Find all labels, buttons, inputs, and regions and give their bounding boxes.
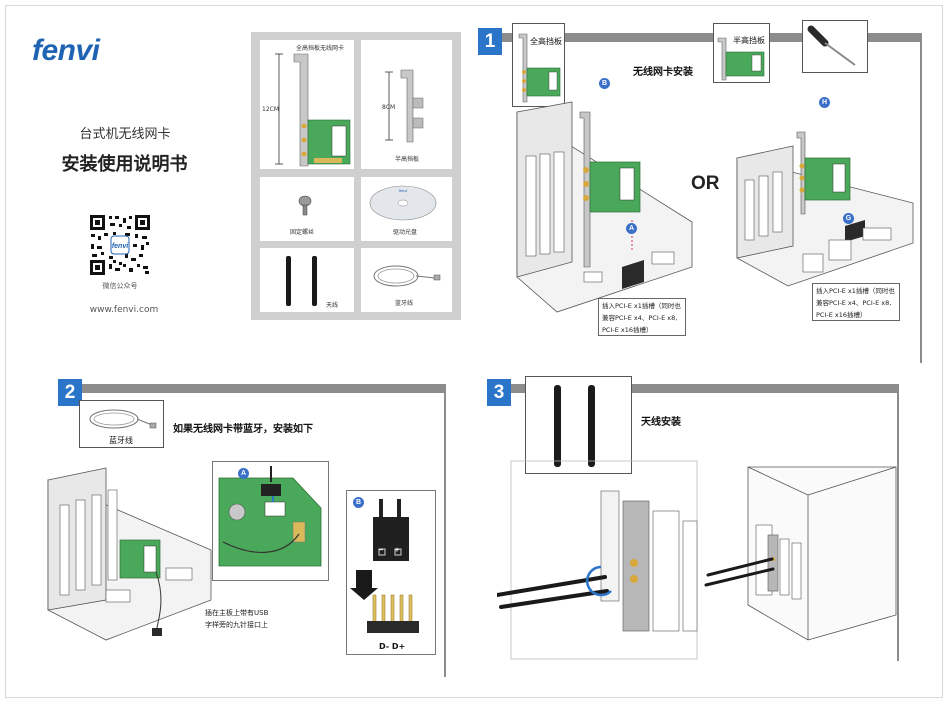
full-bracket-label: 全高挡板 [530, 36, 562, 47]
step1-callout-left: 插入PCI-E x1插槽（同时也 兼容PCI-E x4、PCI-E x8, PC… [598, 298, 686, 336]
website-url: www.fenvi.com [80, 305, 168, 315]
cover-title: 台式机无线网卡 [70, 123, 180, 142]
callout-left-line1: 插入PCI-E x1插槽（同时也 [602, 300, 682, 312]
qr-code: fenvi [89, 214, 151, 276]
step2-right-border [444, 384, 446, 677]
badge-a: A [626, 223, 637, 234]
badge-b: B [599, 78, 610, 89]
pin-minus-label: − [378, 546, 384, 554]
or-separator: OR [691, 173, 720, 195]
step1-half-bracket-inset [713, 23, 770, 83]
driver-disc-cell: fenvi 驱动光盘 [361, 177, 452, 241]
usb-header-zoom-image [347, 491, 435, 654]
bt-cable-label: 蓝牙线 [395, 298, 413, 307]
screwdriver-inset [802, 20, 868, 73]
step2-title: 如果无线网卡带蓝牙，安装如下 [173, 420, 313, 435]
step3-title: 天线安装 [641, 413, 681, 428]
full-height-dimension: 12CM [262, 106, 279, 113]
half-bracket-cell: 8CM 半高挡板 [361, 40, 452, 169]
antenna-install-zoom [497, 455, 702, 665]
qr-caption: 微信公众号 [80, 281, 160, 291]
badge-h: H [819, 97, 830, 108]
callout-right-line2: 兼容PCI-E x4、PCI-E x8, [816, 297, 896, 309]
half-bracket-label: 半高挡板 [395, 154, 419, 163]
step2-bar [68, 384, 445, 393]
bt-connector-zoom-inset [212, 461, 329, 581]
half-bracket-label: 半高挡板 [733, 35, 765, 46]
half-bracket-card-image [714, 24, 769, 82]
bt-cable-cell: 蓝牙线 [361, 248, 452, 312]
screw-label: 固定螺丝 [290, 227, 314, 236]
step1-pc-illustration-left [512, 92, 697, 332]
screw-cell: 固定螺丝 [260, 177, 354, 241]
svg-text:fenvi: fenvi [112, 243, 129, 250]
callout-right-line3: PCI-E x16插槽） [816, 309, 896, 321]
usb-header-zoom-inset [346, 490, 436, 655]
callout-left-line3: PCI-E x16插槽） [602, 324, 682, 336]
antenna-cell: 天线 [260, 248, 354, 312]
step2-callout: 插在主板上带有USB 字样旁的九针接口上 [205, 607, 268, 631]
bt-cable-label: 蓝牙线 [109, 435, 133, 446]
step1-right-border [920, 33, 922, 363]
cover-subtitle: 安装使用说明书 [42, 150, 207, 176]
step3-number: 3 [487, 379, 511, 406]
callout-left-line2: 兼容PCI-E x4、PCI-E x8, [602, 312, 682, 324]
step1-number: 1 [478, 28, 502, 55]
antenna-label: 天线 [326, 300, 338, 309]
pins-label: D- D+ [379, 642, 405, 651]
callout-right-line1: 插入PCI-E x1插槽（同时也 [816, 285, 896, 297]
badge-a: A [238, 468, 249, 479]
svg-text:fenvi: fenvi [399, 188, 408, 193]
antenna-image [260, 248, 354, 312]
full-height-card-cell: 全高挡板无线网卡 12CM [260, 40, 354, 169]
package-contents-panel: 全高挡板无线网卡 12CM 8CM 半高挡板 固定螺丝 fenvi 驱动光盘 [251, 32, 461, 320]
step2-callout-line2: 字样旁的九针接口上 [205, 619, 268, 631]
badge-g: G [843, 213, 854, 224]
half-height-dimension: 8CM [382, 104, 395, 111]
brand-logo: fenvi [32, 34, 100, 68]
half-bracket-image [361, 40, 452, 169]
step1-title: 无线网卡安装 [633, 63, 693, 78]
step2-pc-illustration [46, 450, 216, 650]
step2-callout-line1: 插在主板上带有USB [205, 607, 268, 619]
step3-computer-illustration [698, 465, 898, 645]
bt-connector-zoom-image [213, 462, 328, 580]
full-height-card-image [260, 40, 354, 169]
driver-disc-label: 驱动光盘 [393, 227, 417, 236]
screwdriver-icon [803, 21, 867, 72]
full-bracket-card-label: 全高挡板无线网卡 [296, 43, 344, 52]
badge-b: B [353, 497, 364, 508]
pin-plus-label: + [394, 546, 400, 554]
step1-callout-right: 插入PCI-E x1插槽（同时也 兼容PCI-E x4、PCI-E x8, PC… [812, 283, 900, 321]
